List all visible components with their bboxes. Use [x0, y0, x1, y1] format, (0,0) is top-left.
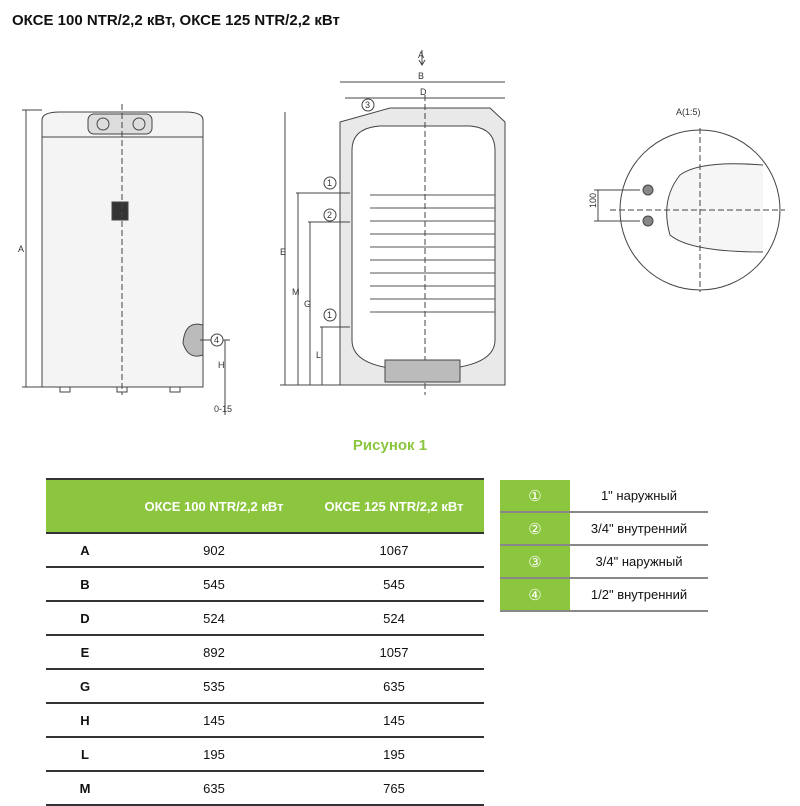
connection-number: ④ — [500, 578, 570, 612]
row-key: L — [46, 737, 124, 772]
dim-label-M: M — [292, 287, 300, 297]
connection-type: 3/4" внутренний — [570, 512, 708, 546]
cell: 1057 — [304, 635, 484, 670]
connection-number: ③ — [500, 545, 570, 579]
cell: 145 — [124, 703, 304, 738]
callout-1-top: 1 — [327, 178, 332, 188]
connection-type: 1" наружный — [570, 480, 708, 513]
connection-number: ② — [500, 512, 570, 546]
table-header-row: ОКСЕ 100 NTR/2,2 кВт ОКСЕ 125 NTR/2,2 кВ… — [46, 478, 484, 534]
callout-4: 4 — [214, 335, 219, 345]
cell: 195 — [304, 737, 484, 772]
cell: 545 — [124, 567, 304, 602]
header-model-100: ОКСЕ 100 NTR/2,2 кВт — [124, 478, 304, 534]
cell: 195 — [124, 737, 304, 772]
connection-type: 1/2" внутренний — [570, 578, 708, 612]
detail-label: A(1:5) — [676, 107, 701, 117]
header-model-125: ОКСЕ 125 NTR/2,2 кВт — [304, 478, 484, 534]
front-view — [22, 104, 230, 415]
cell: 524 — [304, 601, 484, 636]
row-key: B — [46, 567, 124, 602]
callout-3: 3 — [365, 100, 370, 110]
page-title: ОКСЕ 100 NTR/2,2 кВт, ОКСЕ 125 NTR/2,2 к… — [12, 12, 340, 29]
cell: 545 — [304, 567, 484, 602]
dim-label-B: B — [418, 71, 424, 81]
dimensions-table: ОКСЕ 100 NTR/2,2 кВт ОКСЕ 125 NTR/2,2 кВ… — [46, 478, 484, 806]
dim-label-E: E — [280, 247, 286, 257]
dim-label-100: 100 — [588, 193, 598, 208]
connection-number: ① — [500, 480, 570, 513]
row-key: A — [46, 533, 124, 568]
view-label-A: A — [418, 50, 424, 60]
top-view-detail — [594, 128, 785, 292]
row-key: E — [46, 635, 124, 670]
figure-caption: Рисунок 1 — [352, 437, 428, 454]
cell: 635 — [304, 669, 484, 704]
row-key: H — [46, 703, 124, 738]
cell: 902 — [124, 533, 304, 568]
cell: 535 — [124, 669, 304, 704]
connection-type: 3/4" наружный — [570, 545, 708, 579]
header-key — [46, 478, 124, 534]
callout-1-bottom: 1 — [327, 310, 332, 320]
cell: 145 — [304, 703, 484, 738]
cell: 524 — [124, 601, 304, 636]
row-key: G — [46, 669, 124, 704]
section-view — [280, 50, 506, 395]
cell: 1067 — [304, 533, 484, 568]
dim-label-L: L — [316, 350, 321, 360]
dim-label-gap: 0-15 — [214, 404, 232, 414]
callout-2: 2 — [327, 210, 332, 220]
technical-drawing: A H 0-15 4 A B D E M G L 1 2 3 1 A(1:5) — [18, 50, 785, 415]
cell: 892 — [124, 635, 304, 670]
dim-label-H: H — [218, 360, 225, 370]
dim-label-D: D — [420, 87, 427, 97]
dim-label-A: A — [18, 244, 24, 254]
row-key: D — [46, 601, 124, 636]
dim-label-G: G — [304, 299, 311, 309]
